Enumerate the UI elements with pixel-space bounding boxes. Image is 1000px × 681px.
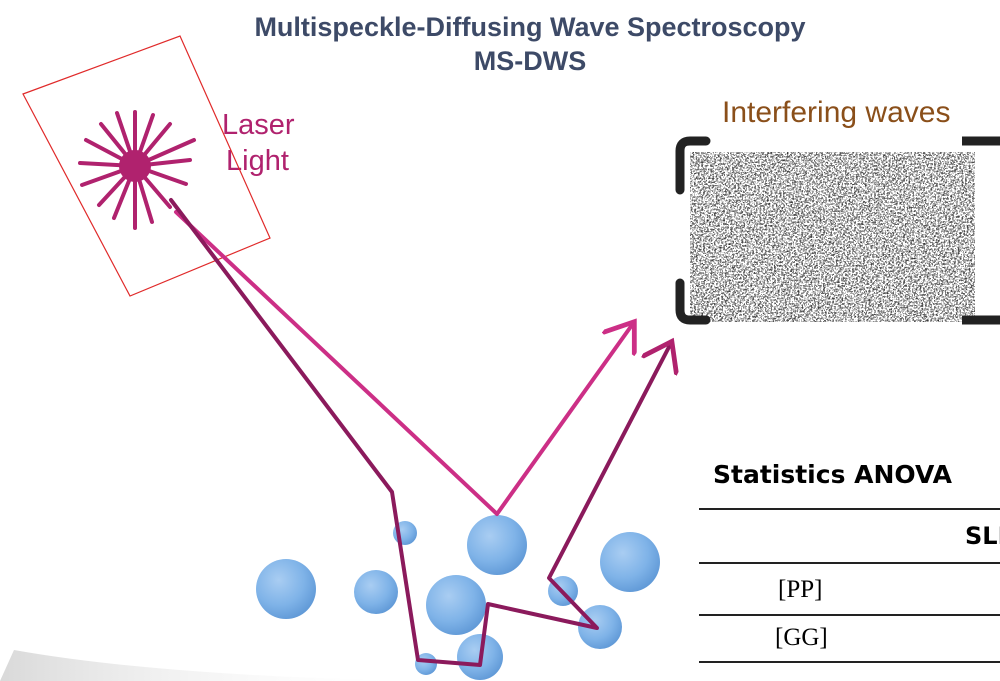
diagram-subtitle: MS-DWS xyxy=(473,46,587,76)
laser-source xyxy=(22,35,271,297)
speckle-pattern xyxy=(690,152,975,322)
table-bottom-rule xyxy=(699,661,1000,663)
table-row-label: [GG] xyxy=(775,624,828,651)
table-header-rule xyxy=(699,562,1000,564)
laser-core xyxy=(119,150,151,182)
interfering-waves-label: Interfering waves xyxy=(722,96,951,129)
particle xyxy=(354,570,398,614)
particle xyxy=(467,515,527,575)
floor-shadow xyxy=(0,650,420,681)
statistics-title: Statistics ANOVA xyxy=(713,460,953,489)
light-rays xyxy=(169,198,670,667)
single-scatter-ray xyxy=(174,210,632,516)
particle xyxy=(256,559,316,619)
table-top-rule xyxy=(699,508,1000,510)
frame-corner xyxy=(675,278,711,325)
laser-label-line2: Light xyxy=(226,145,289,177)
table-row-label: [PP] xyxy=(778,576,823,603)
speckle-camera xyxy=(675,136,1000,325)
scattering-particles xyxy=(256,515,660,680)
multiple-scatter-ray xyxy=(169,198,670,667)
table-row-rule xyxy=(699,614,1000,616)
laser-box xyxy=(22,35,271,297)
particle xyxy=(600,532,660,592)
particle xyxy=(578,605,622,649)
frame-corner xyxy=(675,136,711,195)
diagram-title: Multispeckle-Diffusing Wave Spectroscopy xyxy=(254,12,806,42)
laser-label-line1: Laser xyxy=(222,109,295,141)
table-column-header: SLB xyxy=(965,522,1000,550)
particle xyxy=(426,575,486,635)
